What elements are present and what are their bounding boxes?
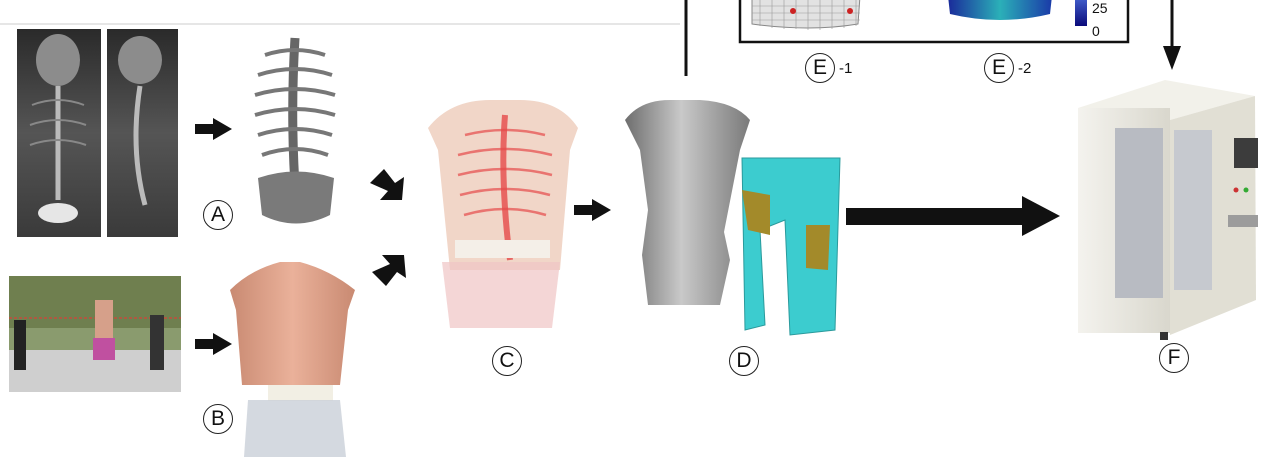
label-e2: E -2 [984, 53, 1031, 83]
label-d: D [729, 346, 759, 376]
torso-mold [625, 100, 750, 305]
cnc-machine [1078, 80, 1258, 340]
label-f: F [1159, 343, 1189, 373]
xray-images [17, 29, 178, 237]
arrow-e-to-f [1163, 0, 1181, 70]
label-b: B [203, 404, 233, 434]
label-e1: E -1 [805, 53, 852, 83]
arrow-c-to-d [574, 199, 611, 221]
arrow-d-to-f [846, 196, 1060, 236]
label-c: C [492, 346, 522, 376]
arrow-b [195, 333, 232, 355]
colorbar [1075, 0, 1087, 26]
combined-model [428, 100, 578, 328]
panel-e-box: 25 0 [740, 0, 1128, 42]
top-banner [0, 0, 680, 24]
colorbar-tick-0: 0 [1092, 23, 1100, 39]
colorbar-tick-25: 25 [1092, 0, 1108, 16]
label-e1-suffix: -1 [839, 60, 852, 77]
label-e2-suffix: -2 [1018, 60, 1031, 77]
back-3d-scan [230, 262, 355, 457]
body-scan-photo [9, 276, 181, 392]
brace-model [742, 158, 840, 335]
arrow-a-to-c [370, 169, 404, 200]
arrow-b-to-c [372, 255, 406, 286]
e1-mesh-model [752, 0, 860, 30]
label-a: A [203, 200, 233, 230]
arrow-a [195, 118, 232, 140]
spine-3d-model [255, 38, 335, 224]
